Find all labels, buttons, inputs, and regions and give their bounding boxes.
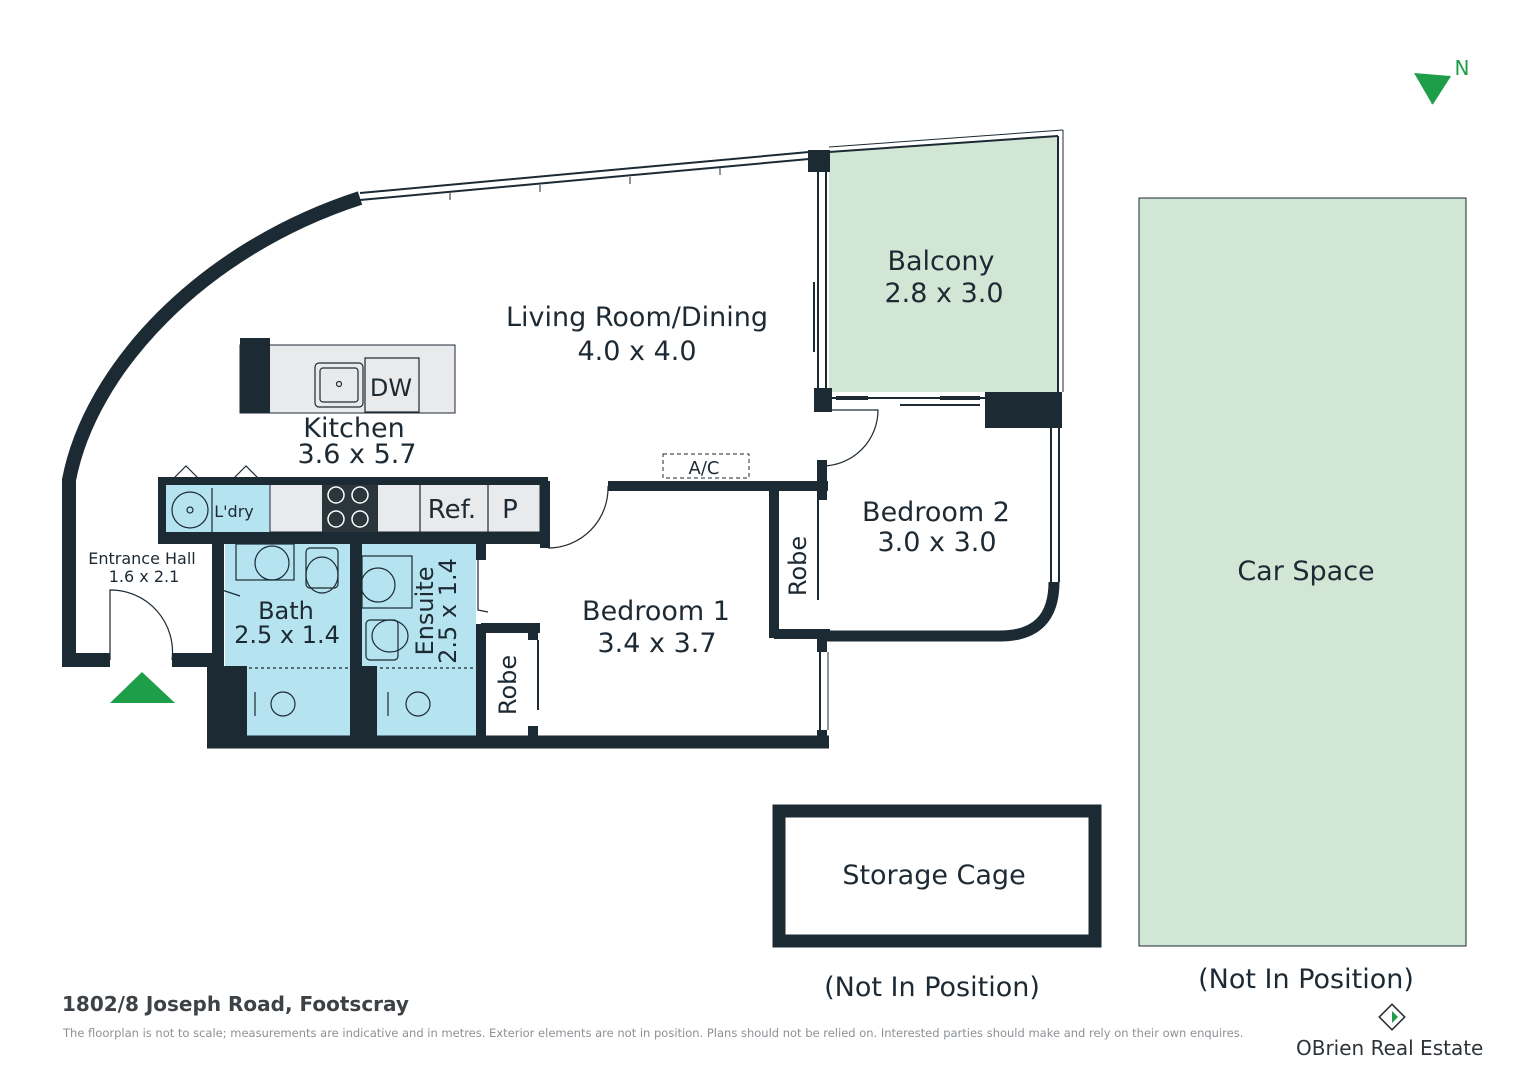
fixtures	[171, 357, 489, 717]
ensuite-name: Ensuite	[411, 567, 439, 656]
brand-name: OBrien Real Estate	[1296, 1036, 1484, 1060]
ensuite-size: 2.5 x 1.4	[434, 558, 462, 664]
disclaimer-text: The floorplan is not to scale; measureme…	[63, 1026, 1244, 1040]
pantry-label: P	[502, 495, 518, 525]
bedroom2-size: 3.0 x 3.0	[877, 527, 996, 558]
living-name: Living Room/Dining	[506, 302, 768, 333]
fridge-label: Ref.	[428, 495, 476, 525]
back-bench	[269, 483, 541, 533]
kitchen-size: 3.6 x 5.7	[297, 439, 416, 470]
balcony-area	[829, 136, 1058, 392]
north-arrow-icon	[1414, 73, 1451, 105]
kitchen-name: Kitchen	[303, 413, 404, 444]
bath-size: 2.5 x 1.4	[234, 621, 340, 649]
storage-name: Storage Cage	[842, 860, 1025, 891]
living-size: 4.0 x 4.0	[577, 336, 696, 367]
compass-label: N	[1455, 56, 1470, 80]
laundry-area	[163, 484, 270, 532]
entrance-size: 1.6 x 2.1	[109, 567, 180, 586]
laundry-label: L'dry	[214, 502, 254, 521]
island-bench	[239, 344, 456, 414]
kitchen-sink	[314, 362, 364, 408]
walls	[62, 150, 1102, 948]
storage-note: (Not In Position)	[824, 972, 1040, 1003]
bedroom2-name: Bedroom 2	[862, 497, 1010, 528]
entrance-name: Entrance Hall	[88, 549, 196, 568]
bath-name: Bath	[258, 597, 314, 625]
doors	[109, 282, 980, 730]
brand-logo-icon	[1378, 1003, 1406, 1031]
car-space-name: Car Space	[1237, 556, 1374, 587]
car-space-note: (Not In Position)	[1198, 964, 1414, 995]
dishwasher-label: DW	[370, 374, 412, 402]
ac-unit	[662, 453, 750, 479]
property-address: 1802/8 Joseph Road, Footscray	[62, 992, 409, 1016]
ac-label: A/C	[689, 458, 720, 479]
balcony-size: 2.8 x 3.0	[884, 278, 1003, 309]
robe2-label: Robe	[784, 536, 812, 596]
ensuite-area	[362, 544, 476, 736]
balcony-name: Balcony	[887, 246, 994, 277]
bedroom1-name: Bedroom 1	[582, 596, 730, 627]
car-space-area	[1138, 197, 1467, 947]
entry-marker-icon	[110, 672, 175, 703]
bedroom1-size: 3.4 x 3.7	[597, 628, 716, 659]
robe1-label: Robe	[494, 655, 522, 715]
